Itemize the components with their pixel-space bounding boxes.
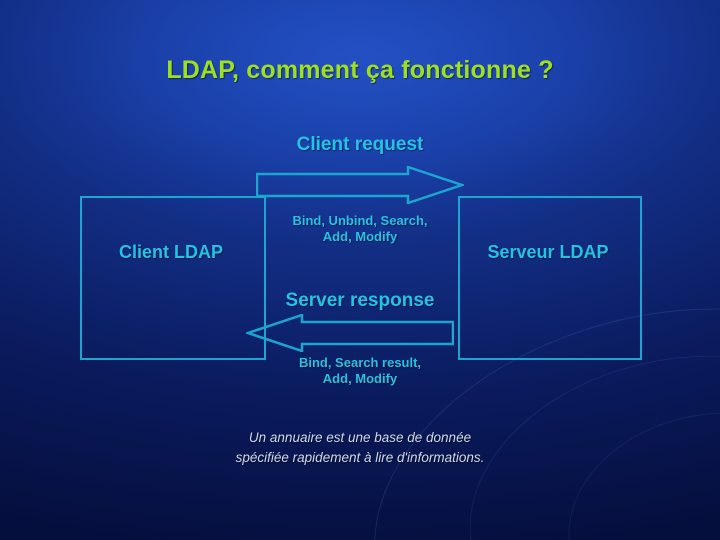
slide-title: LDAP, comment ça fonctionne ? xyxy=(166,56,554,84)
server-response-label: Server response xyxy=(285,290,435,311)
server-ldap-label: Serveur LDAP xyxy=(487,242,609,262)
footnote-line2: spécifiée rapidement à lire d'informatio… xyxy=(235,449,485,465)
client-operations-line1: Bind, Unbind, Search, xyxy=(292,213,428,228)
client-request-label: Client request xyxy=(296,134,424,155)
footnote-line1: Un annuaire est une base de donnée xyxy=(248,430,472,445)
client-to-server-arrow-icon xyxy=(256,166,464,204)
server-operations-line1: Bind, Search result, xyxy=(298,355,422,370)
background-swirl-3 xyxy=(556,397,720,540)
server-to-client-arrow-icon xyxy=(246,314,454,352)
server-operations-line2: Add, Modify xyxy=(322,371,398,387)
client-ldap-box xyxy=(80,196,266,360)
client-operations-line2: Add, Modify xyxy=(322,229,398,245)
client-operations-label: Bind, Unbind, Search, Add, Modify xyxy=(248,213,472,246)
footnote-text: Un annuaire est une base de donnée spéci… xyxy=(110,428,610,467)
server-operations-label: Bind, Search result, Add, Modify xyxy=(248,355,472,388)
client-ldap-label: Client LDAP xyxy=(118,242,223,262)
server-ldap-box xyxy=(458,196,642,360)
